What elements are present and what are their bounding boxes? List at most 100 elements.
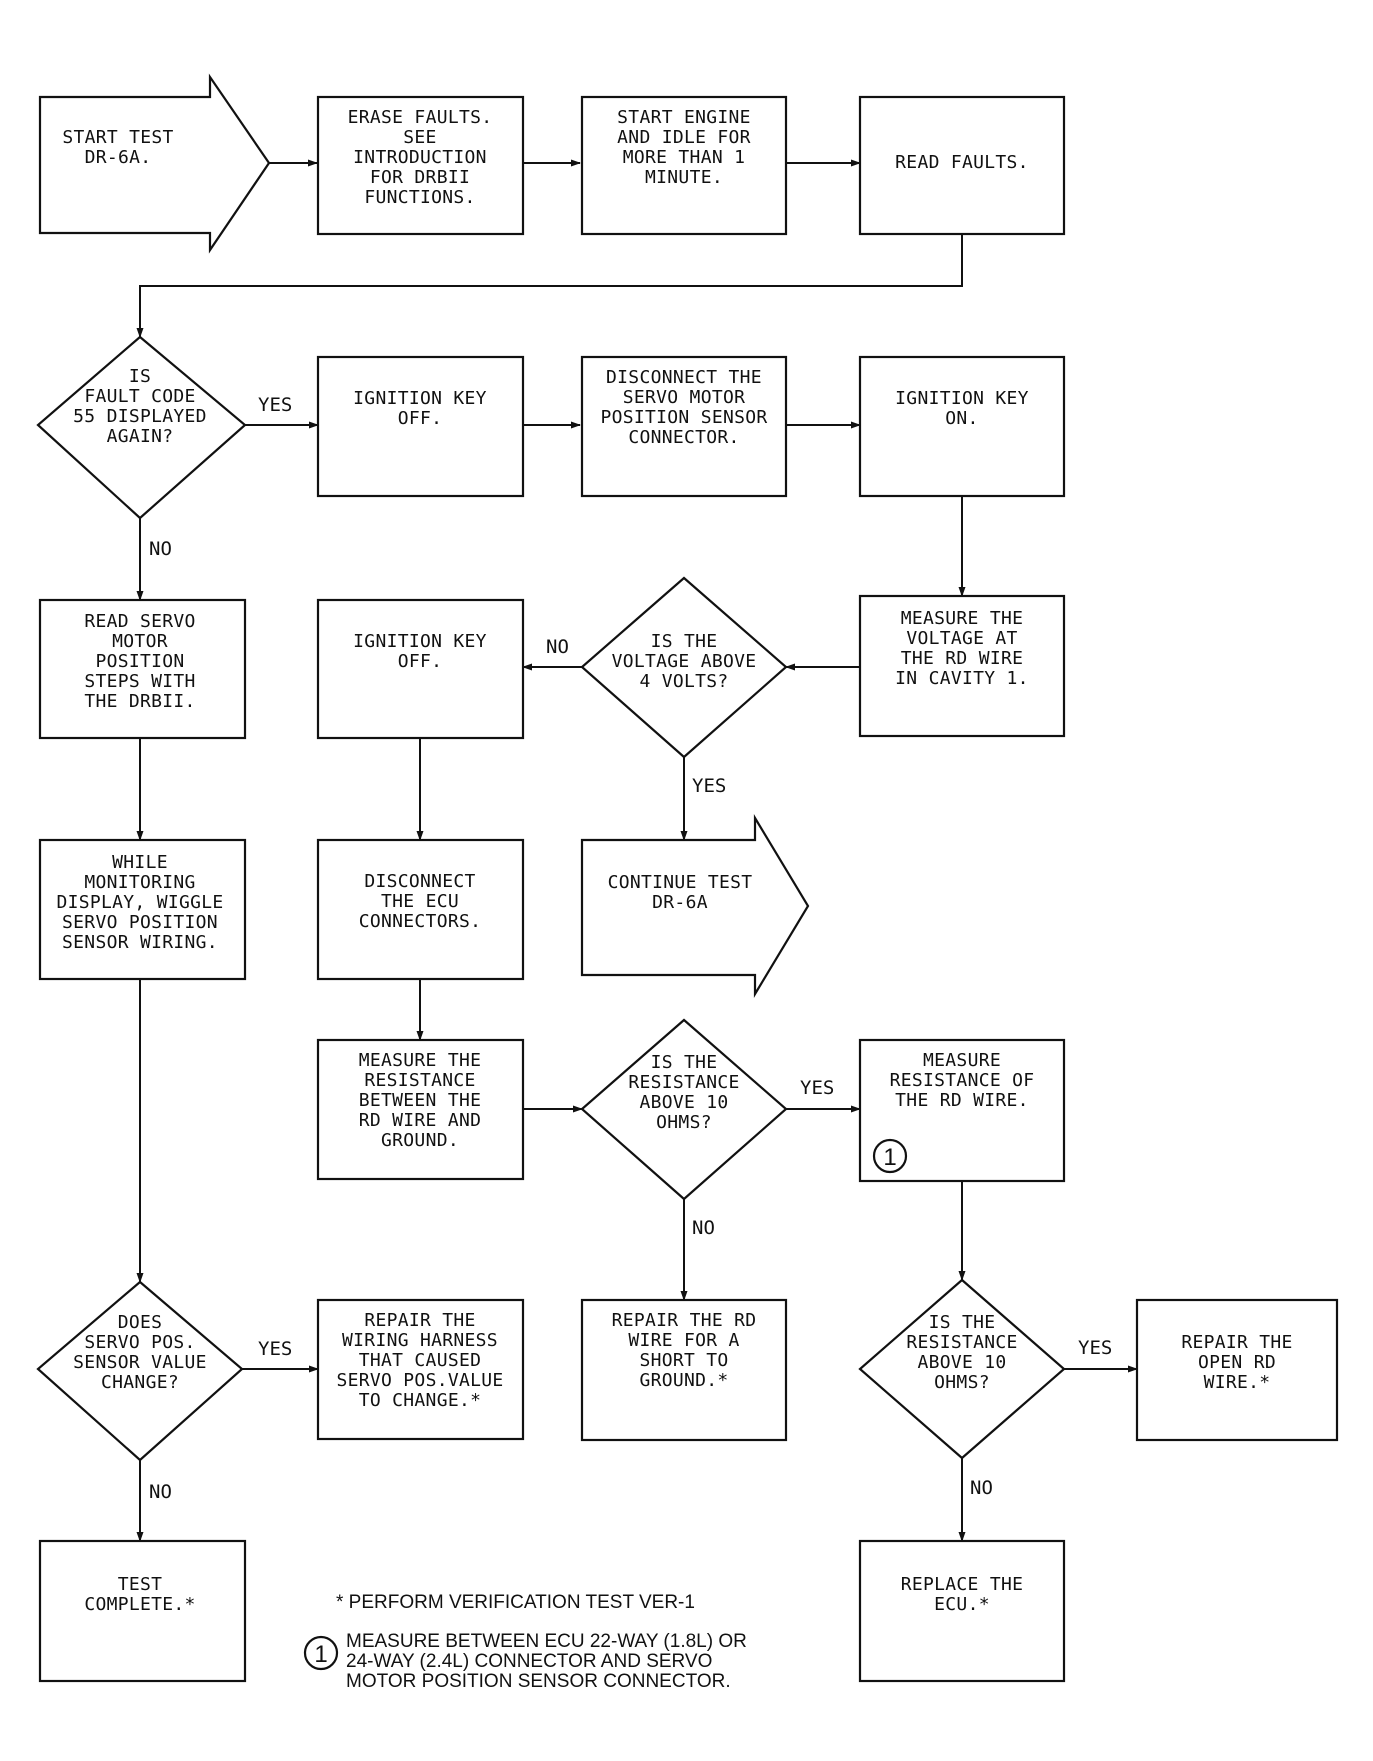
node-text-repair-harness-line-1: REPAIR THE	[364, 1310, 475, 1331]
notes: * PERFORM VERIFICATION TEST VER-1 1 MEAS…	[303, 1592, 747, 1692]
node-text-q-servo-change-line-3: SENSOR VALUE	[73, 1352, 207, 1373]
node-text-ign-off-2-line-2: OFF.	[398, 651, 443, 672]
node-text-wiggle-line-3: DISPLAY, WIGGLE	[56, 892, 223, 913]
node-text-q-resistance-2-line-2: RESISTANCE	[906, 1332, 1017, 1353]
ignition-off-box-2	[316, 598, 525, 740]
measure-note-line-2: 24-WAY (2.4L) CONNECTOR AND SERVO	[346, 1651, 712, 1672]
reference-marker-in-note: 1	[303, 1635, 339, 1671]
node-text-q-voltage-line-1: IS THE	[651, 631, 718, 652]
node-text-continue-line-1: CONTINUE TEST	[608, 872, 753, 893]
resistance-decision-diamond-2	[858, 1278, 1066, 1460]
label-fault55-yes: YES	[258, 394, 292, 416]
node-text-wiggle-line-4: SERVO POSITION	[62, 912, 218, 933]
node-text-q-fault55-line-3: 55 DISPLAYED	[73, 406, 207, 427]
node-text-repair-harness-line-3: THAT CAUSED	[359, 1350, 482, 1371]
node-text-start-engine-line-4: MINUTE.	[645, 167, 723, 188]
node-text-erase-line-4: FOR DRBII	[370, 167, 470, 188]
node-text-start-engine-line-1: START ENGINE	[617, 107, 751, 128]
node-text-measure-resistance-gnd-line-2: RESISTANCE	[364, 1070, 475, 1091]
node-text-measure-resistance-rd-line-3: THE RD WIRE.	[895, 1090, 1029, 1111]
node-text-repair-short-line-3: SHORT TO	[639, 1350, 728, 1371]
node-text-wiggle-line-1: WHILE	[112, 852, 168, 873]
node-text-repair-open-line-3: WIRE.*	[1204, 1372, 1271, 1393]
node-text-continue-line-2: DR-6A	[652, 892, 708, 913]
node-text-repair-open-line-2: OPEN RD	[1198, 1352, 1276, 1373]
edge-labels: YES NO NO YES YES NO YES NO YES NO	[149, 394, 1112, 1503]
node-text-measure-resistance-gnd-line-1: MEASURE THE	[359, 1050, 482, 1071]
label-resistance2-no: NO	[970, 1477, 993, 1499]
node-text-read-faults-line-1: READ FAULTS.	[895, 152, 1029, 173]
label-resistance2-yes: YES	[1078, 1337, 1112, 1359]
node-text-start-engine-line-2: AND IDLE FOR	[617, 127, 751, 148]
node-text-q-voltage-line-3: 4 VOLTS?	[639, 671, 728, 692]
repair-open-box	[1135, 1298, 1339, 1442]
reference-marker-in-box: 1	[872, 1138, 908, 1174]
node-text-read-servo-line-5: THE DRBII.	[84, 691, 195, 712]
node-text-q-resistance-1-line-2: RESISTANCE	[628, 1072, 739, 1093]
ignition-off-box-1	[316, 355, 525, 498]
node-text-test-complete-line-2: COMPLETE.*	[84, 1594, 195, 1615]
continue-test-arrow-shape	[580, 814, 810, 998]
node-text-repair-open-line-1: REPAIR THE	[1181, 1332, 1292, 1353]
node-text-replace-ecu-line-1: REPLACE THE	[901, 1574, 1024, 1595]
marker-number: 1	[883, 1144, 896, 1171]
label-resistance1-no: NO	[692, 1217, 715, 1239]
node-text-measure-voltage-line-1: MEASURE THE	[901, 608, 1024, 629]
label-servo-change-yes: YES	[258, 1338, 292, 1360]
node-text-measure-resistance-rd-line-2: RESISTANCE OF	[890, 1070, 1035, 1091]
node-text-read-servo-line-3: POSITION	[95, 651, 184, 672]
node-text-erase-line-1: ERASE FAULTS.	[348, 107, 493, 128]
read-servo-box	[38, 598, 247, 740]
node-text-start-line-2: DR-6A.	[85, 147, 152, 168]
measure-note-line-3: MOTOR POSITION SENSOR CONNECTOR.	[346, 1671, 731, 1692]
ignition-on-box	[858, 355, 1066, 498]
node-text-measure-resistance-gnd-line-5: GROUND.	[381, 1130, 459, 1151]
node-text-read-servo-line-1: READ SERVO	[84, 611, 195, 632]
disconnect-ecu-box	[316, 838, 525, 981]
label-voltage-no: NO	[546, 636, 569, 658]
node-text-q-servo-change-line-2: SERVO POS.	[84, 1332, 195, 1353]
node-text-repair-short-line-1: REPAIR THE RD	[612, 1310, 757, 1331]
node-text-repair-harness-line-2: WIRING HARNESS	[342, 1330, 498, 1351]
node-text-disconnect-sensor-line-4: CONNECTOR.	[628, 427, 739, 448]
node-text-disconnect-sensor-line-2: SERVO MOTOR	[623, 387, 746, 408]
arrow-read-faults-to-fault55	[136, 234, 963, 338]
node-text-ign-off-1-line-1: IGNITION KEY	[353, 388, 487, 409]
node-text-q-servo-change-line-4: CHANGE?	[101, 1372, 179, 1393]
node-text-measure-voltage-line-2: VOLTAGE AT	[906, 628, 1017, 649]
node-shapes	[36, 73, 1339, 1683]
node-text-ign-off-2-line-1: IGNITION KEY	[353, 631, 487, 652]
node-text-erase-line-3: INTRODUCTION	[353, 147, 487, 168]
node-text-read-servo-line-2: MOTOR	[112, 631, 168, 652]
node-text-erase-line-5: FUNCTIONS.	[364, 187, 475, 208]
node-text-measure-voltage-line-3: THE RD WIRE	[901, 648, 1024, 669]
voltage-decision-diamond	[580, 576, 788, 759]
node-text-disconnect-sensor-line-3: POSITION SENSOR	[600, 407, 767, 428]
node-text-disconnect-ecu-line-1: DISCONNECT	[364, 871, 475, 892]
node-text-repair-harness-line-4: SERVO POS.VALUE	[336, 1370, 503, 1391]
repair-harness-box	[316, 1298, 525, 1441]
node-text-wiggle-line-2: MONITORING	[84, 872, 195, 893]
measure-note-line-1: MEASURE BETWEEN ECU 22-WAY (1.8L) OR	[346, 1631, 747, 1652]
node-text-q-resistance-1-line-1: IS THE	[651, 1052, 718, 1073]
node-text-q-resistance-2-line-3: ABOVE 10	[917, 1352, 1006, 1373]
fault55-decision-diamond	[36, 335, 247, 520]
node-text-measure-resistance-rd-line-1: MEASURE	[923, 1050, 1001, 1071]
label-fault55-no: NO	[149, 538, 172, 560]
node-text-q-resistance-2-line-4: OHMS?	[934, 1372, 990, 1393]
node-text-wiggle-line-5: SENSOR WIRING.	[62, 932, 218, 953]
node-text-repair-harness-line-5: TO CHANGE.*	[359, 1390, 482, 1411]
start-test-arrow-shape	[38, 73, 271, 254]
node-text-repair-short-line-2: WIRE FOR A	[628, 1330, 739, 1351]
node-text-disconnect-sensor-line-1: DISCONNECT THE	[606, 367, 762, 388]
label-resistance1-yes: YES	[800, 1077, 834, 1099]
node-text-erase-line-2: SEE	[403, 127, 436, 148]
node-text-test-complete-line-1: TEST	[118, 1574, 163, 1595]
node-text-q-servo-change-line-1: DOES	[118, 1312, 163, 1333]
read-faults-box	[858, 95, 1066, 236]
node-text-disconnect-ecu-line-2: THE ECU	[381, 891, 459, 912]
verification-note: * PERFORM VERIFICATION TEST VER-1	[336, 1592, 695, 1613]
node-text-measure-resistance-gnd-line-3: BETWEEN THE	[359, 1090, 482, 1111]
